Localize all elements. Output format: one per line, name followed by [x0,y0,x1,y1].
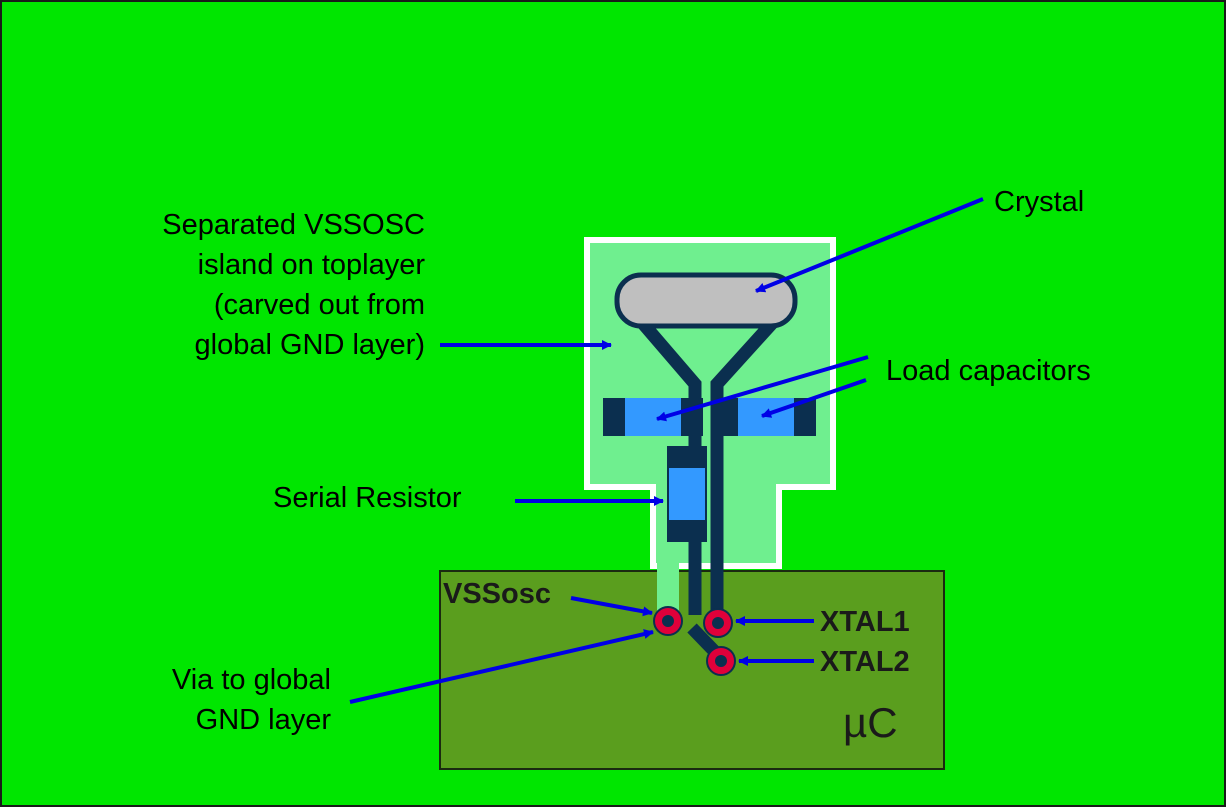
vssosc-label: VSSosc [443,578,551,610]
arrow-load-cap-left [656,355,869,422]
via-label-line1: Via to global [172,664,331,696]
arrow-vssosc [570,596,653,617]
arrow-via-gnd [349,629,654,704]
via-vssosc [653,606,683,636]
load-capacitor-left [603,398,703,436]
chip-label: µC [843,699,898,746]
serial-resistor-label: Serial Resistor [273,482,462,514]
via-xtal1 [703,608,733,638]
xtal1-label: XTAL1 [820,606,910,638]
island-label-line1: Separated VSSOSC [162,209,425,241]
island-label-line4: global GND layer) [195,329,425,361]
load-capacitors-label: Load capacitors [886,355,1091,387]
via-label-line2: GND layer [196,704,332,736]
annotation-arrows [349,197,984,704]
crystal [614,272,798,329]
serial-resistor [667,446,707,542]
arrow-load-cap-right [761,378,867,418]
via-xtal2 [706,646,736,676]
arrow-crystal [755,197,984,293]
vssosc-strip [657,540,679,614]
island-label-line2: island on toplayer [198,249,426,281]
island-label-line3: (carved out from [214,289,425,321]
xtal2-label: XTAL2 [820,646,910,678]
crystal-label: Crystal [994,186,1084,218]
